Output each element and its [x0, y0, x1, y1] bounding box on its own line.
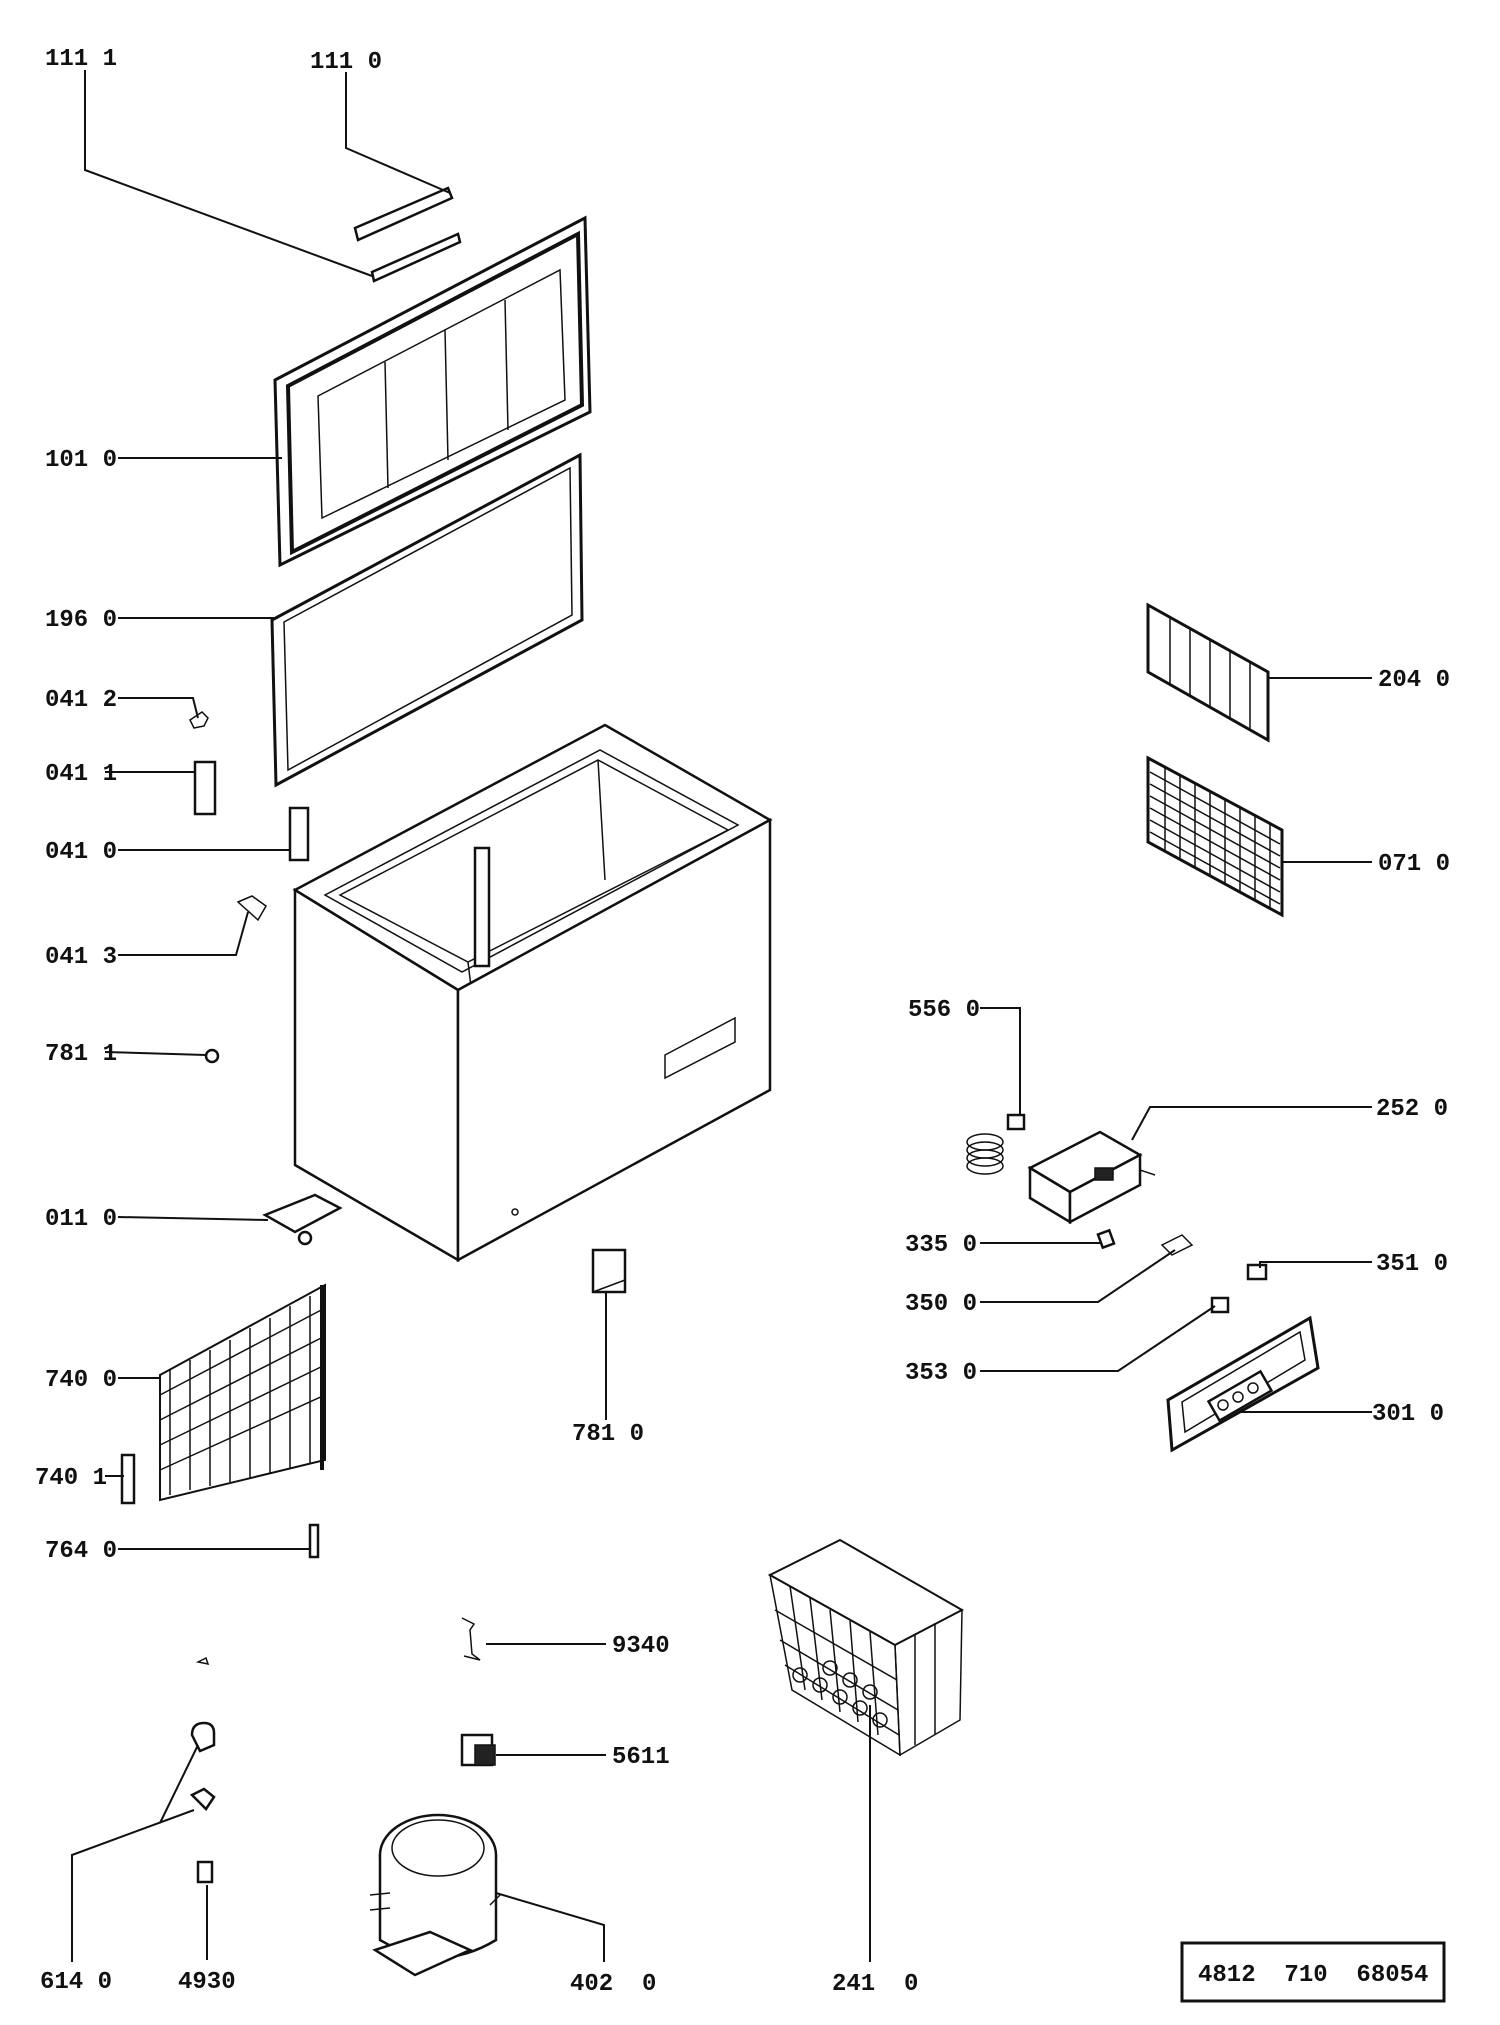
- lid-trim-strips: [353, 186, 462, 283]
- part-number: 4812 710 68054: [1198, 1962, 1428, 1989]
- drain-plug: [204, 1048, 220, 1064]
- callout-9340: 9340: [612, 1633, 670, 1660]
- ventilation-grille: [1146, 755, 1284, 918]
- callout-614-0: 614 0: [40, 1969, 112, 1996]
- callout-764-0: 764 0: [45, 1538, 117, 1565]
- callout-241-0: 241 0: [832, 1971, 918, 1998]
- callout-041-0: 041 0: [45, 839, 117, 866]
- thermostat-housing: [1027, 1130, 1156, 1225]
- callout-402-0: 402 0: [570, 1971, 656, 1998]
- callout-071-0: 071 0: [1378, 851, 1450, 878]
- callout-4930: 4930: [178, 1969, 236, 1996]
- callout-111-1: 111 1: [45, 46, 117, 73]
- filter-drier: [308, 1523, 320, 1559]
- clip-icon: [195, 1656, 210, 1665]
- callout-351-0: 351 0: [1376, 1251, 1448, 1278]
- callout-5611: 5611: [612, 1744, 670, 1771]
- condenser-coil: [120, 1283, 326, 1505]
- hinge-parts: [189, 711, 310, 922]
- callout-353-0: 353 0: [905, 1360, 977, 1387]
- callout-041-2: 041 2: [45, 687, 117, 714]
- callout-556-0: 556 0: [908, 997, 980, 1024]
- rear-cover: [1146, 602, 1270, 743]
- callout-335-0: 335 0: [905, 1232, 977, 1259]
- small-components: [1096, 1228, 1268, 1314]
- storage-basket: [767, 1538, 965, 1757]
- lid-gasket: [270, 452, 584, 788]
- callout-204-0: 204 0: [1378, 667, 1450, 694]
- callout-350-0: 350 0: [905, 1291, 977, 1318]
- freezer-cabinet: [292, 723, 773, 1263]
- callout-740-0: 740 0: [45, 1367, 117, 1394]
- callout-301-0: 301 0: [1372, 1401, 1444, 1428]
- callout-740-1: 740 1: [35, 1465, 107, 1492]
- relay-parts: [189, 1721, 216, 1884]
- callout-041-3: 041 3: [45, 944, 117, 971]
- callout-labels: 111 1 111 0 101 0 196 0 041 2 041 1 041 …: [35, 46, 1450, 1998]
- freezer-lid: [273, 215, 592, 568]
- callout-196-0: 196 0: [45, 607, 117, 634]
- callout-252-0: 252 0: [1376, 1096, 1448, 1123]
- thermostat-spring: [966, 1113, 1026, 1175]
- start-relay: [460, 1733, 496, 1767]
- callout-041-1: 041 1: [45, 761, 117, 788]
- leader-lines: [71, 70, 1372, 1962]
- clamp: [461, 1617, 481, 1661]
- callout-011-0: 011 0: [45, 1206, 117, 1233]
- callout-111-0: 111 0: [310, 49, 382, 76]
- castor: [262, 1193, 343, 1246]
- bracket: [591, 1248, 627, 1294]
- part-number-box: 4812 710 68054: [1180, 1941, 1446, 2003]
- control-panel: [1166, 1315, 1320, 1453]
- compressor: [369, 1813, 501, 1977]
- callout-781-1: 781 1: [45, 1041, 117, 1068]
- callout-101-0: 101 0: [45, 447, 117, 474]
- callout-781-0: 781 0: [572, 1421, 644, 1448]
